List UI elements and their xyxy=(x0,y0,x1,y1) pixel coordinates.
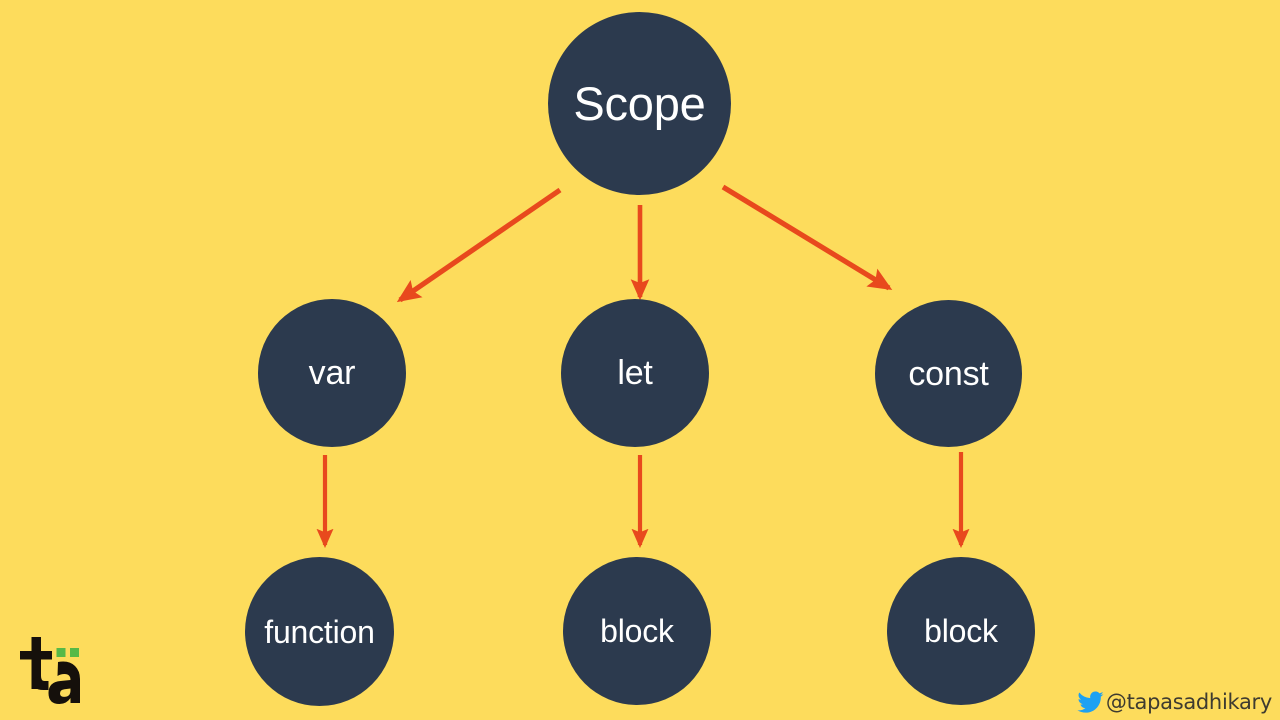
watermark: @tapasadhikary xyxy=(1077,689,1272,716)
node-block-let: block xyxy=(563,557,711,705)
node-label-const: const xyxy=(908,354,989,393)
node-label-block-const: block xyxy=(924,613,998,649)
edge-scope-to-var xyxy=(396,187,562,303)
node-block-const: block xyxy=(887,557,1035,705)
node-scope: Scope xyxy=(548,12,731,195)
node-label-scope: Scope xyxy=(573,77,706,130)
node-label-var: var xyxy=(308,354,356,392)
node-label-function: function xyxy=(264,613,375,650)
ta-wordmark-logo-icon xyxy=(20,637,80,704)
node-function: function xyxy=(245,557,394,706)
watermark-handle: @tapasadhikary xyxy=(1105,690,1272,714)
node-label-let: let xyxy=(617,354,653,392)
node-label-block-let: block xyxy=(600,613,674,649)
node-let: let xyxy=(561,299,709,447)
twitter-bird-icon xyxy=(1077,691,1104,713)
node-var: var xyxy=(258,299,406,447)
edge-scope-to-const xyxy=(721,184,893,291)
node-const: const xyxy=(875,300,1022,447)
